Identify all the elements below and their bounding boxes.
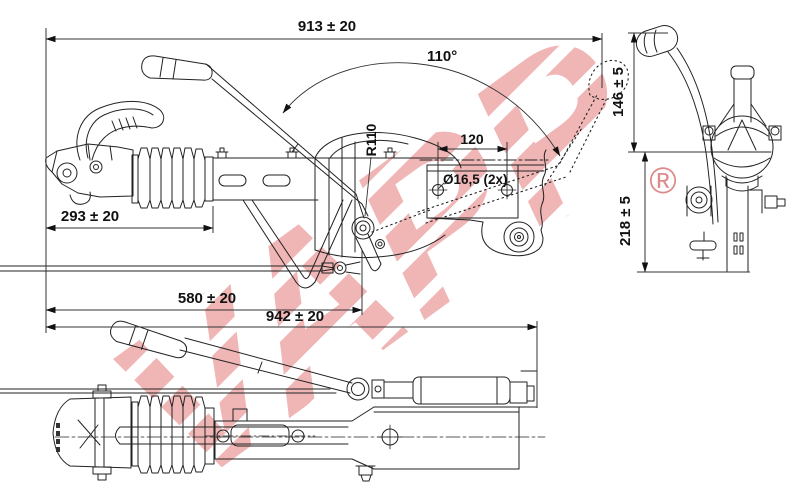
dim-label-913: 913 ± 20	[298, 18, 356, 35]
support-bracket-side	[242, 199, 353, 289]
body-top	[54, 370, 546, 482]
head-marking	[56, 423, 60, 452]
dim-hole-note: Ø16,5 (2x)	[437, 172, 508, 190]
coupling-head-side	[45, 100, 165, 205]
dim-lever-radius: R110	[363, 123, 379, 217]
bellows-top	[131, 395, 215, 474]
dim-label-r110: R110	[363, 123, 379, 156]
brake-cable-side	[0, 261, 361, 275]
dim-overall-height: 218 ± 5	[617, 151, 750, 273]
cable-drum-front	[685, 185, 717, 261]
front-view-drawing	[635, 25, 786, 273]
handbrake-lever-top	[110, 320, 370, 401]
dim-label-120: 120	[460, 131, 484, 147]
brake-cable-top	[0, 388, 337, 394]
dim-label-146: 146 ± 5	[610, 67, 627, 117]
dim-label-293: 293 ± 20	[61, 208, 119, 225]
damper-top	[371, 376, 535, 405]
coupling-body-front	[702, 65, 782, 192]
registered-trademark-icon: ®	[649, 160, 676, 201]
dim-lever-sweep: 110°	[282, 48, 561, 157]
dim-lever-height: 146 ± 5	[610, 32, 668, 153]
inner-shaft-top	[115, 426, 349, 445]
dim-label-942: 942 ± 20	[266, 308, 324, 325]
lever-eye-top	[346, 377, 370, 401]
drawbar-frame-side	[419, 149, 549, 257]
dim-front-length: 293 ± 20	[45, 206, 214, 233]
dim-label-110deg: 110°	[427, 48, 457, 65]
top-view-drawing	[0, 320, 546, 482]
bellows-side	[131, 147, 214, 209]
side-view-drawing	[0, 55, 629, 289]
column-front	[726, 177, 749, 273]
dimensions: 913 ± 20 293 ± 20 580 ± 20 942 ± 20 110°	[45, 18, 750, 408]
phantom-lever-dotted	[371, 59, 629, 233]
dim-overall-length-top: 942 ± 20	[45, 308, 538, 408]
dim-hole-spacing: 120	[437, 131, 508, 184]
roller	[503, 221, 535, 253]
dim-label-hole-diameter: Ø16,5 (2x)	[443, 172, 508, 187]
dim-overall-length-side: 913 ± 20	[45, 18, 603, 333]
dim-label-580: 580 ± 20	[178, 290, 236, 307]
dim-label-218: 218 ± 5	[617, 196, 634, 246]
side-bolt-front	[747, 189, 786, 214]
lever-pivot	[351, 216, 375, 240]
coupling-head-top	[52, 384, 132, 481]
dim-pivot-distance: 580 ± 20	[45, 250, 363, 315]
